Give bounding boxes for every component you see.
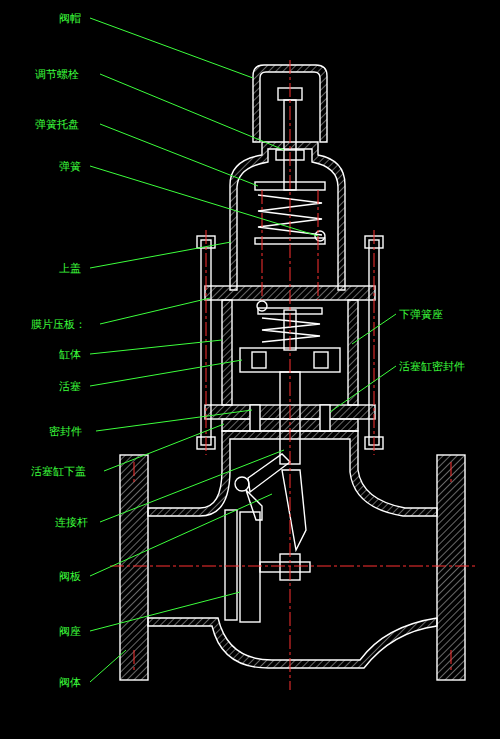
part-label: 密封件 bbox=[48, 425, 83, 438]
part-label: 弹簧 bbox=[58, 160, 82, 173]
part-label: 调节螺栓 bbox=[34, 68, 80, 81]
part-label: 阀座 bbox=[58, 625, 82, 638]
part-label: 活塞缸密封件 bbox=[398, 360, 466, 373]
part-label: 连接杆 bbox=[54, 516, 89, 529]
part-label: 阀体 bbox=[58, 676, 82, 689]
part-label: 缸体 bbox=[58, 348, 82, 361]
part-label: 活塞 bbox=[58, 380, 82, 393]
part-label: 活塞缸下盖 bbox=[30, 465, 87, 478]
part-label: 弹簧托盘 bbox=[34, 118, 80, 131]
part-label: 下弹簧座 bbox=[398, 308, 444, 321]
part-label: 阀帽 bbox=[58, 12, 82, 25]
part-label: 阀板 bbox=[58, 570, 82, 583]
part-label: 上盖 bbox=[58, 262, 82, 275]
part-label: 膜片压板： bbox=[30, 318, 87, 331]
